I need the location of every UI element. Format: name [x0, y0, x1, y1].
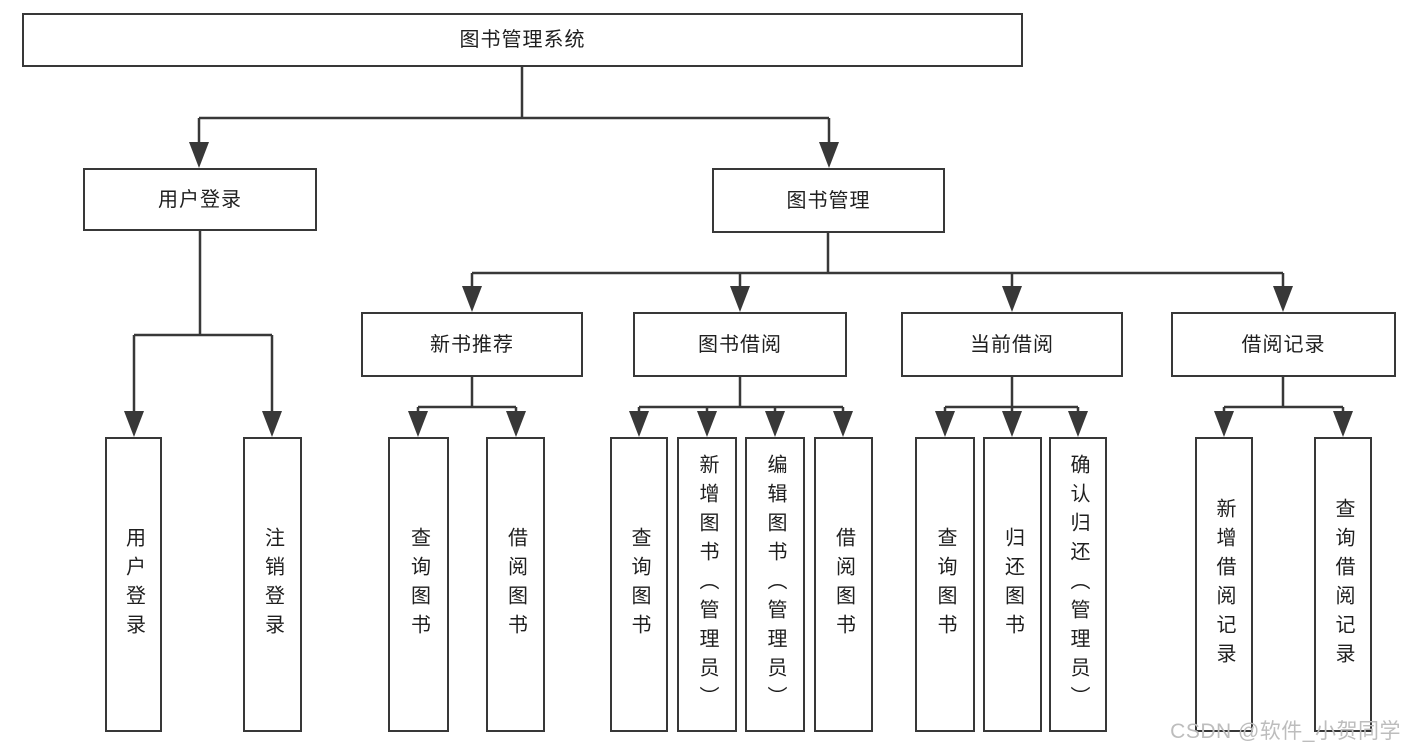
- node-book-borrow-label: 图书借阅: [698, 333, 782, 356]
- leaf-bb-edit-books-label: 编辑图书（管理员）: [764, 454, 786, 715]
- leaf-user-login-label: 用户登录: [122, 526, 145, 643]
- edge-currentborrow-to-children: [943, 377, 1080, 414]
- arrowhead-icon: [262, 411, 282, 437]
- arrowhead-icon: [1333, 411, 1353, 437]
- arrowhead-icon: [730, 286, 750, 312]
- arrowheads: [124, 142, 1353, 437]
- leaf-cb-return-books-label: 归还图书: [1001, 526, 1024, 643]
- node-user-login: 用户登录: [83, 168, 317, 231]
- node-book-mgmt-label: 图书管理: [786, 189, 871, 212]
- leaf-cb-return-books: 归还图书: [983, 437, 1042, 732]
- leaf-bb-borrow-books: 借阅图书: [814, 437, 873, 732]
- arrowhead-icon: [833, 411, 853, 437]
- arrowhead-icon: [935, 411, 955, 437]
- csdn-watermark: CSDN @软件_小贺同学: [1170, 720, 1401, 743]
- edge-bookmgmt-to-level2: [470, 233, 1285, 289]
- leaf-nb-borrow-books: 借阅图书: [486, 437, 545, 732]
- leaf-bb-borrow-books-label: 借阅图书: [832, 526, 855, 643]
- node-current-borrow: 当前借阅: [901, 312, 1123, 377]
- arrowhead-icon: [629, 411, 649, 437]
- leaf-logout-label: 注销登录: [261, 526, 284, 643]
- leaf-bb-query-books: 查询图书: [610, 437, 668, 732]
- leaf-br-query-record-label: 查询借阅记录: [1332, 497, 1354, 672]
- node-book-borrow: 图书借阅: [633, 312, 847, 377]
- leaf-bb-add-books: 新增图书（管理员）: [677, 437, 737, 732]
- node-current-borrow-label: 当前借阅: [970, 333, 1054, 356]
- arrowhead-icon: [506, 411, 526, 437]
- leaf-nb-query-books: 查询图书: [388, 437, 449, 732]
- leaf-br-query-record: 查询借阅记录: [1314, 437, 1372, 732]
- node-user-login-label: 用户登录: [158, 188, 242, 211]
- edge-borrowrecord-to-children: [1222, 377, 1345, 414]
- arrowhead-icon: [1214, 411, 1234, 437]
- node-new-book-rec: 新书推荐: [361, 312, 583, 377]
- arrowhead-icon: [408, 411, 428, 437]
- arrowhead-icon: [697, 411, 717, 437]
- leaf-br-add-record: 新增借阅记录: [1195, 437, 1253, 732]
- arrowhead-icon: [189, 142, 209, 168]
- node-root: 图书管理系统: [22, 13, 1023, 67]
- leaf-bb-add-books-label: 新增图书（管理员）: [696, 454, 718, 715]
- leaf-nb-query-books-label: 查询图书: [407, 526, 430, 643]
- arrowhead-icon: [819, 142, 839, 168]
- edge-newbookrec-to-children: [416, 377, 518, 414]
- edge-root-to-level1: [197, 67, 831, 144]
- leaf-logout: 注销登录: [243, 437, 302, 732]
- node-borrow-record: 借阅记录: [1171, 312, 1396, 377]
- leaf-user-login: 用户登录: [105, 437, 162, 732]
- node-new-book-rec-label: 新书推荐: [430, 333, 514, 356]
- leaf-nb-borrow-books-label: 借阅图书: [504, 526, 527, 643]
- arrowhead-icon: [1002, 411, 1022, 437]
- arrowhead-icon: [1273, 286, 1293, 312]
- node-root-label: 图书管理系统: [459, 29, 586, 51]
- leaf-cb-confirm-return-label: 确认归还（管理员）: [1067, 454, 1089, 715]
- node-borrow-record-label: 借阅记录: [1241, 333, 1326, 356]
- leaf-cb-confirm-return: 确认归还（管理员）: [1049, 437, 1107, 732]
- leaf-cb-query-books-label: 查询图书: [934, 526, 956, 643]
- arrowhead-icon: [765, 411, 785, 437]
- edge-bookborrow-to-children: [637, 377, 845, 414]
- leaf-br-add-record-label: 新增借阅记录: [1213, 497, 1235, 672]
- arrowhead-icon: [1068, 411, 1088, 437]
- arrowhead-icon: [462, 286, 482, 312]
- arrowhead-icon: [124, 411, 144, 437]
- edge-userlogin-to-children: [132, 231, 274, 413]
- node-book-mgmt: 图书管理: [712, 168, 945, 233]
- leaf-bb-edit-books: 编辑图书（管理员）: [745, 437, 805, 732]
- leaf-bb-query-books-label: 查询图书: [628, 526, 650, 643]
- leaf-cb-query-books: 查询图书: [915, 437, 975, 732]
- arrowhead-icon: [1002, 286, 1022, 312]
